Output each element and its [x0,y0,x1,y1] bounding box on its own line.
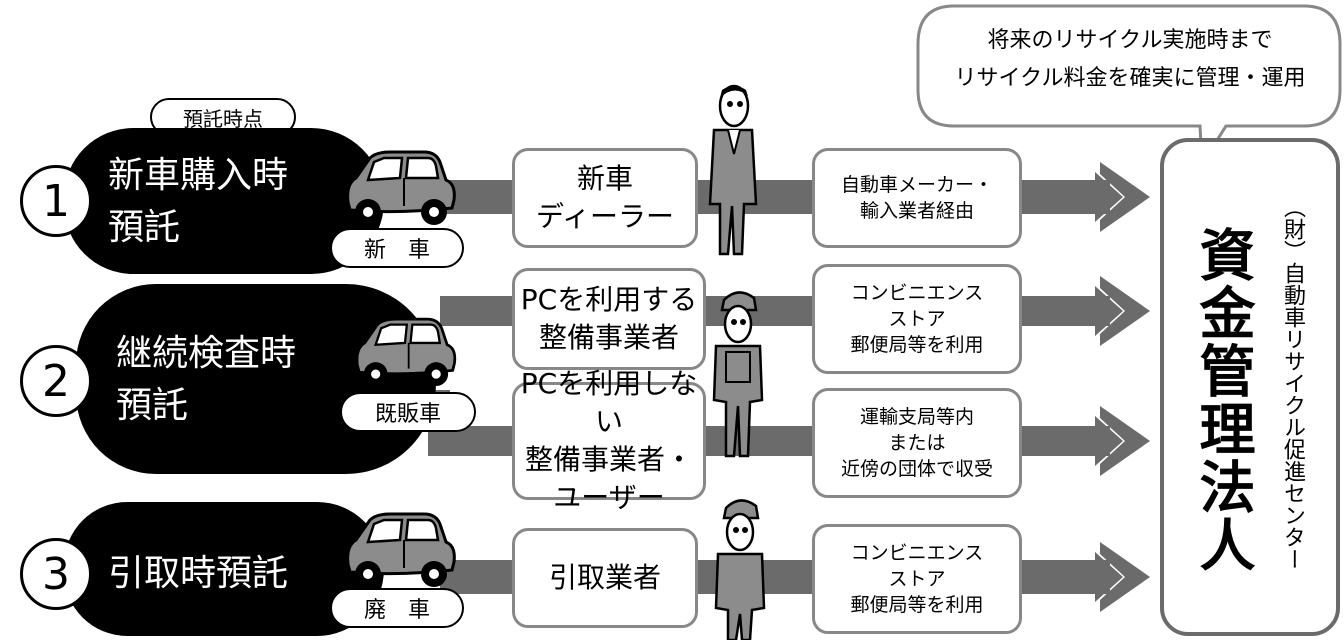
intermediary-non-pc-mechanic: PCを利用しない 整備事業者・ ユーザー [512,367,706,514]
car-label-scrap: 廃 車 [330,588,464,628]
mechanic-person-icon [714,499,766,640]
route-convenience-store-1: コンビニエンス ストア 郵便局等を利用 [812,264,1022,374]
route-transport-bureau: 運輸支局等内 または 近傍の団体で収受 [812,388,1022,498]
arrowhead-2b [1095,406,1150,476]
stage-3-number: 3 [20,538,92,610]
stage-2-number: 2 [20,345,92,417]
car-label-new: 新 車 [330,228,464,268]
fund-manager-org: （財）自動車リサイクル促進センター [1280,196,1305,570]
arrowhead-1 [1095,162,1150,232]
car-icon [346,150,456,225]
stage-3-title: 引取時預託 [108,553,289,594]
route-convenience-store-2: コンビニエンス ストア 郵便局等を利用 [812,524,1022,634]
fund-manager-box [1160,138,1340,636]
car-icon [355,317,457,386]
arrowhead-2a [1095,276,1150,346]
route-maker-importer: 自動車メーカー・ 輸入業者経由 [812,148,1022,248]
callout-text: 将来のリサイクル実施時まで リサイクル料金を確実に管理・運用 [954,28,1306,91]
car-label-used: 既販車 [340,392,476,432]
stage-2-title: 継続検査時 預託 [116,333,297,426]
intermediary-pc-mechanic: PCを利用する 整備事業者 [512,268,706,370]
stage-1-number: 1 [20,165,92,237]
fund-manager-title: 資金管理法人 [1190,226,1255,574]
dealer-person-icon [708,84,758,256]
mechanic-person-icon [712,291,764,458]
intermediary-new-dealer: 新車 ディーラー [512,148,698,248]
car-icon [346,512,456,587]
arrowhead-3 [1095,542,1150,612]
stage-1-title: 新車購入時 預託 [108,155,289,248]
intermediary-collector: 引取業者 [512,528,698,628]
